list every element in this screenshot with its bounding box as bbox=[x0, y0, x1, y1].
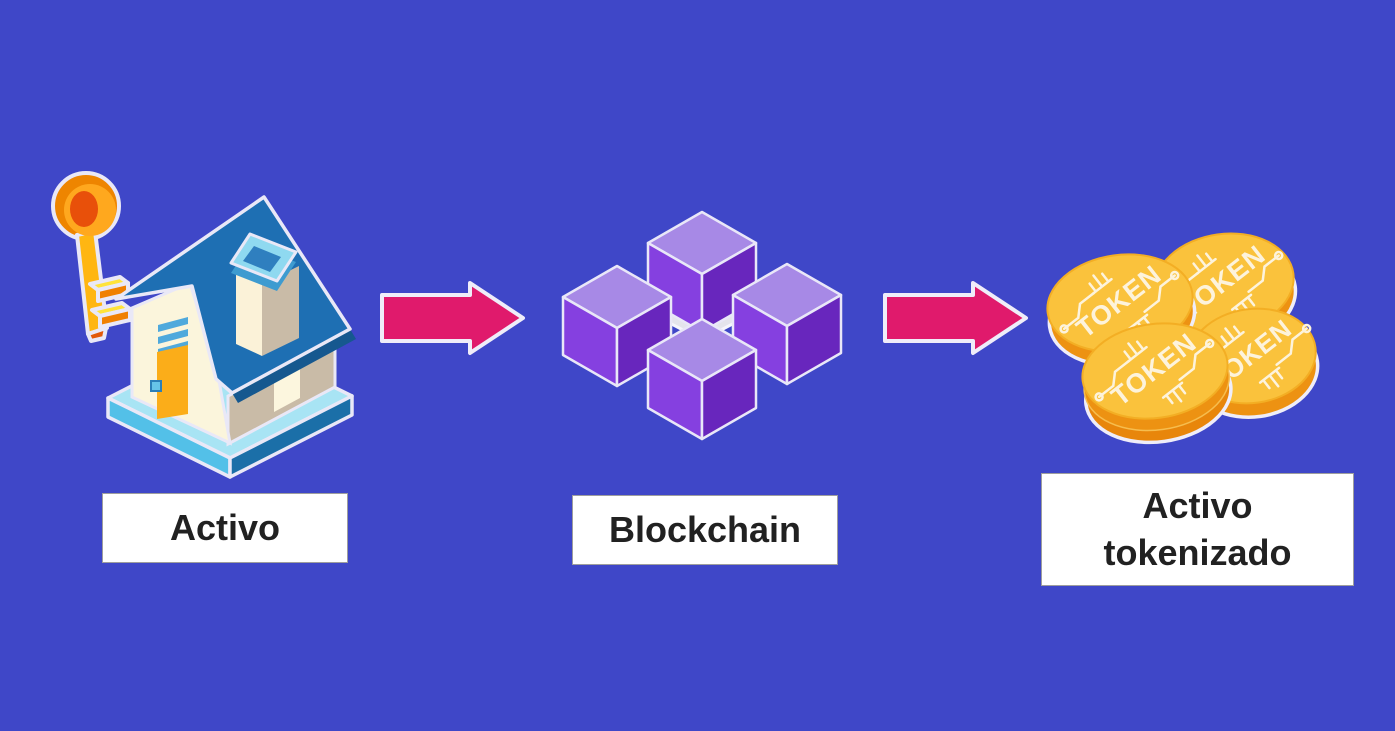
label-activo-tokenizado: Activo tokenizado bbox=[1041, 473, 1354, 586]
arrow-right-icon bbox=[380, 281, 525, 355]
key-icon bbox=[51, 171, 132, 343]
label-activo-text: Activo bbox=[169, 506, 281, 548]
house-roof-edge bbox=[232, 329, 356, 403]
label-blockchain-text: Blockchain bbox=[608, 508, 802, 550]
label-activo: Activo bbox=[102, 493, 348, 563]
chimney-cap-hole bbox=[243, 246, 281, 272]
arrow-right-icon bbox=[883, 281, 1028, 355]
label-activo-tokenizado-line2: tokenizado bbox=[1103, 531, 1292, 573]
token-coin: TOKEN bbox=[1080, 300, 1233, 445]
label-activo-tokenizado-line1: Activo bbox=[1142, 484, 1253, 526]
house-roof bbox=[114, 195, 352, 395]
house-with-key-icon bbox=[51, 171, 356, 479]
house-base-right bbox=[228, 394, 354, 479]
token-coin: TOKEN bbox=[1177, 285, 1325, 428]
label-blockchain: Blockchain bbox=[572, 495, 838, 565]
blockchain-cubes-icon bbox=[561, 210, 843, 441]
token-coins-icon: TOKEN TOKEN TOKEN bbox=[1045, 220, 1325, 445]
house-door bbox=[157, 345, 188, 419]
house-icon bbox=[106, 195, 356, 479]
chimney-front bbox=[236, 272, 262, 356]
house-doorknob bbox=[150, 380, 162, 392]
